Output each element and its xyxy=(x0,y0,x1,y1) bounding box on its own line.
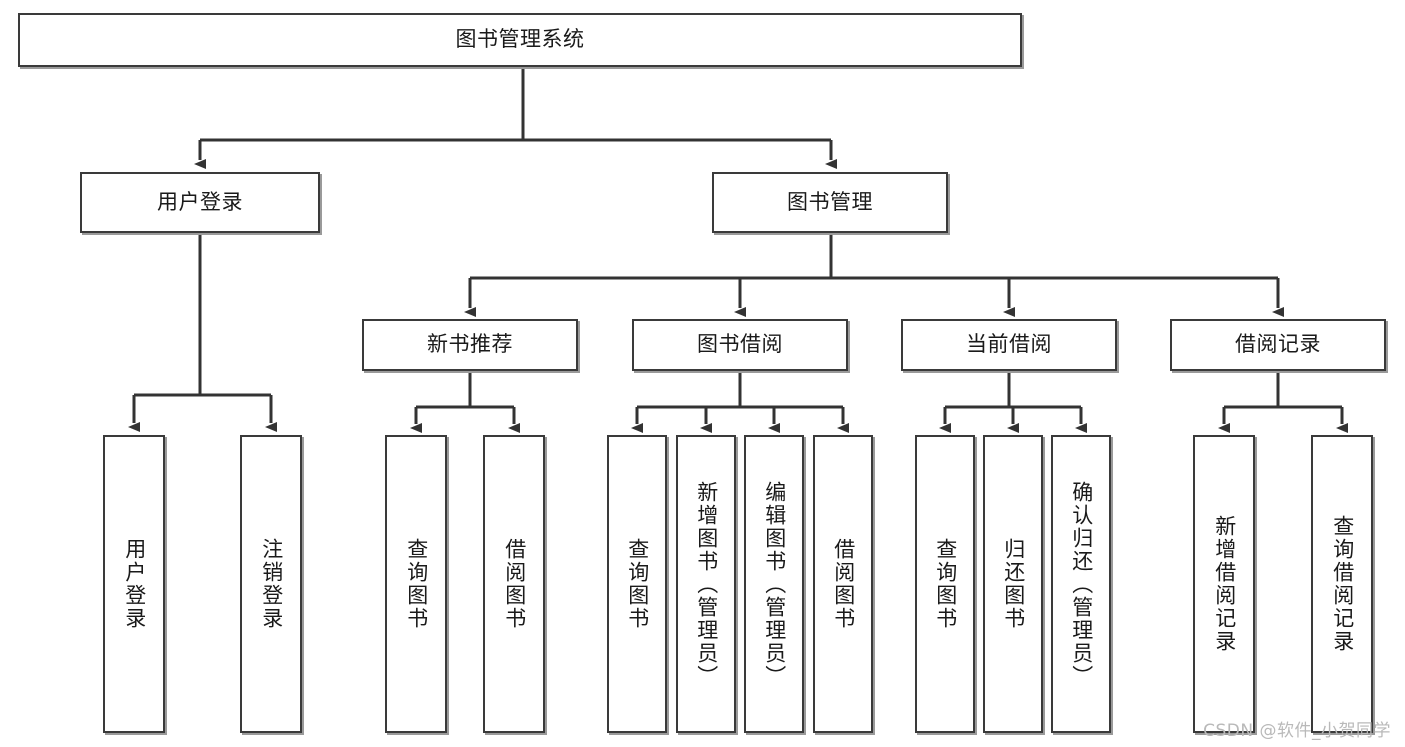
csdn-watermark: CSDN @软件_小贺同学 xyxy=(1203,721,1391,741)
node-leaf-confirm-return-label: 确认归还（管理员） xyxy=(1069,480,1094,688)
node-leaf-query-record-label: 查询借阅记录 xyxy=(1330,515,1355,653)
node-leaf-query-book-rec[interactable]: 查询图书 xyxy=(385,435,447,733)
node-leaf-query-book-borrow-label: 查询图书 xyxy=(625,538,650,630)
node-book-manage-label: 图书管理 xyxy=(787,189,873,214)
node-book-borrow[interactable]: 图书借阅 xyxy=(632,319,848,371)
node-leaf-return-book[interactable]: 归还图书 xyxy=(983,435,1043,733)
node-user-login[interactable]: 用户登录 xyxy=(80,172,320,233)
node-leaf-edit-book-label: 编辑图书（管理员） xyxy=(762,480,787,688)
node-leaf-confirm-return[interactable]: 确认归还（管理员） xyxy=(1051,435,1111,733)
node-root-label: 图书管理系统 xyxy=(455,27,585,52)
node-leaf-return-book-label: 归还图书 xyxy=(1001,538,1026,630)
node-leaf-user-login-label: 用户登录 xyxy=(122,538,147,630)
node-current-borrow-label: 当前借阅 xyxy=(966,332,1052,357)
node-leaf-borrow-book-rec-label: 借阅图书 xyxy=(502,538,527,630)
node-leaf-add-record-label: 新增借阅记录 xyxy=(1212,515,1237,653)
node-leaf-borrow-book-label: 借阅图书 xyxy=(831,538,856,630)
node-borrow-record-label: 借阅记录 xyxy=(1235,332,1321,357)
node-leaf-query-book-cur[interactable]: 查询图书 xyxy=(915,435,975,733)
node-leaf-add-book-label: 新增图书（管理员） xyxy=(694,480,719,688)
node-current-borrow[interactable]: 当前借阅 xyxy=(901,319,1117,371)
node-new-book-rec-label: 新书推荐 xyxy=(427,332,513,357)
node-leaf-query-book-cur-label: 查询图书 xyxy=(933,538,958,630)
node-leaf-user-logout-label: 注销登录 xyxy=(259,538,284,630)
node-leaf-edit-book[interactable]: 编辑图书（管理员） xyxy=(744,435,804,733)
node-leaf-query-book-borrow[interactable]: 查询图书 xyxy=(607,435,667,733)
node-book-manage[interactable]: 图书管理 xyxy=(712,172,948,233)
node-new-book-rec[interactable]: 新书推荐 xyxy=(362,319,578,371)
node-user-login-label: 用户登录 xyxy=(157,189,243,214)
node-leaf-user-login[interactable]: 用户登录 xyxy=(103,435,165,733)
node-book-borrow-label: 图书借阅 xyxy=(697,332,783,357)
node-root[interactable]: 图书管理系统 xyxy=(18,13,1022,67)
node-leaf-add-record[interactable]: 新增借阅记录 xyxy=(1193,435,1255,733)
node-leaf-borrow-book[interactable]: 借阅图书 xyxy=(813,435,873,733)
node-leaf-borrow-book-rec[interactable]: 借阅图书 xyxy=(483,435,545,733)
node-borrow-record[interactable]: 借阅记录 xyxy=(1170,319,1386,371)
node-leaf-query-book-rec-label: 查询图书 xyxy=(404,538,429,630)
node-leaf-query-record[interactable]: 查询借阅记录 xyxy=(1311,435,1373,733)
node-leaf-add-book[interactable]: 新增图书（管理员） xyxy=(676,435,736,733)
node-leaf-user-logout[interactable]: 注销登录 xyxy=(240,435,302,733)
